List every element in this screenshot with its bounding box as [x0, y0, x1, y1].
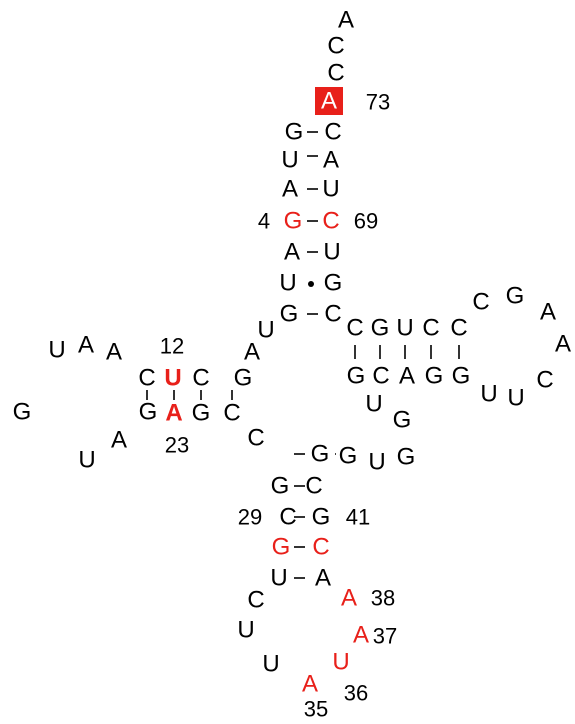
nucleotide-c: C	[324, 119, 341, 146]
nucleotide-c: C	[312, 534, 329, 561]
base-pair-bonds	[146, 131, 460, 579]
nucleotide-c: C	[279, 504, 296, 531]
nucleotide-g: G	[272, 534, 291, 561]
nucleotide-g: G	[13, 399, 32, 426]
position-number: 29	[238, 505, 262, 530]
nucleotide-g: G	[347, 363, 366, 390]
nucleotide-u: U	[262, 651, 279, 678]
nucleotide-a: A	[111, 427, 127, 454]
nucleotide-g: G	[139, 399, 158, 426]
nucleotide-a: A	[244, 339, 260, 366]
nucleotide-a: A	[78, 332, 94, 359]
nucleotide-a: A	[323, 147, 339, 174]
nucleotide-u: U	[270, 565, 287, 592]
nucleotide-u: U	[332, 649, 349, 676]
nucleotide-a: A	[540, 299, 556, 326]
nucleotide-a: A	[321, 88, 337, 115]
nucleotide-c: C	[536, 367, 553, 394]
position-number: 35	[304, 697, 328, 722]
nucleotide-c: C	[346, 315, 363, 342]
nucleotide-u: U	[368, 449, 385, 476]
nucleotide-a: A	[302, 671, 318, 698]
nucleotide-c: C	[472, 289, 489, 316]
nucleotide-c: C	[305, 473, 322, 500]
nucleotide-u: U	[507, 385, 524, 412]
nucleotide-u: U	[323, 239, 340, 266]
nucleotide-u: U	[164, 365, 181, 392]
nucleotide-a: A	[284, 239, 300, 266]
position-number: 37	[373, 624, 397, 649]
nucleotide-u: U	[480, 381, 497, 408]
wobble-pair-dot	[308, 281, 314, 287]
nucleotide-u: U	[48, 337, 65, 364]
nucleotide-c: C	[327, 60, 344, 87]
nucleotide-g: G	[312, 504, 331, 531]
nucleotide-g: G	[393, 407, 412, 434]
position-number: 69	[354, 209, 378, 234]
nucleotide-u: U	[78, 447, 95, 474]
nucleotide-g: G	[506, 283, 525, 310]
nucleotide-c: C	[372, 363, 389, 390]
nucleotide-a: A	[353, 622, 369, 649]
nucleotide-u: U	[237, 617, 254, 644]
nucleotide-c: C	[450, 315, 467, 342]
position-numbers: 73 4 69 12 23 29 41 38 37 36 35	[160, 90, 397, 722]
nucleotide-a: A	[282, 176, 298, 203]
nucleotide-g: G	[425, 363, 444, 390]
nucleotide-g: G	[284, 208, 303, 235]
position-number: 38	[371, 586, 395, 611]
nucleotide-c: C	[324, 301, 341, 328]
nucleotide-g: G	[311, 441, 330, 468]
nucleotide-u: U	[396, 315, 413, 342]
position-number: 36	[344, 681, 368, 706]
nucleotide-a: A	[555, 331, 571, 358]
nucleotide-c: C	[247, 425, 264, 452]
nucleotide-g: G	[280, 301, 299, 328]
nucleotide-c: C	[138, 365, 155, 392]
position-number: 73	[366, 90, 390, 115]
highlight-box	[315, 87, 343, 115]
nucleotide-a: A	[106, 339, 122, 366]
position-number: 12	[160, 334, 184, 359]
nucleotide-c: C	[422, 315, 439, 342]
position-number: 41	[346, 505, 370, 530]
nucleotide-g: G	[397, 444, 416, 471]
nucleotide-a: A	[315, 565, 331, 592]
highlight-boxes	[315, 87, 343, 115]
nucleotide-a: A	[165, 400, 182, 427]
nucleotide-g: G	[192, 400, 211, 427]
nucleotide-u: U	[257, 317, 274, 344]
nucleotide-u: U	[279, 270, 296, 297]
nucleotide-u: U	[281, 147, 298, 174]
nucleotide-c: C	[223, 400, 240, 427]
nucleotide-g: G	[339, 443, 358, 470]
nucleotide-a: A	[341, 585, 357, 612]
nucleotide-u: U	[322, 176, 339, 203]
nucleotide-a: A	[399, 363, 415, 390]
position-number: 4	[258, 209, 270, 234]
nucleotide-c: C	[322, 208, 339, 235]
nucleotide-g: G	[285, 119, 304, 146]
nucleotide-g: G	[324, 270, 343, 297]
position-number: 23	[165, 433, 189, 458]
nucleotide-g: G	[234, 365, 253, 392]
nucleotide-u: U	[365, 391, 382, 418]
nucleotide-g: G	[371, 315, 390, 342]
nucleotide-c: C	[192, 365, 209, 392]
nucleotide-c: C	[327, 33, 344, 60]
nucleotide-c: C	[247, 587, 264, 614]
nucleotide-g: G	[271, 473, 290, 500]
nucleotide-g: G	[452, 363, 471, 390]
nucleotide-a: A	[338, 7, 354, 34]
